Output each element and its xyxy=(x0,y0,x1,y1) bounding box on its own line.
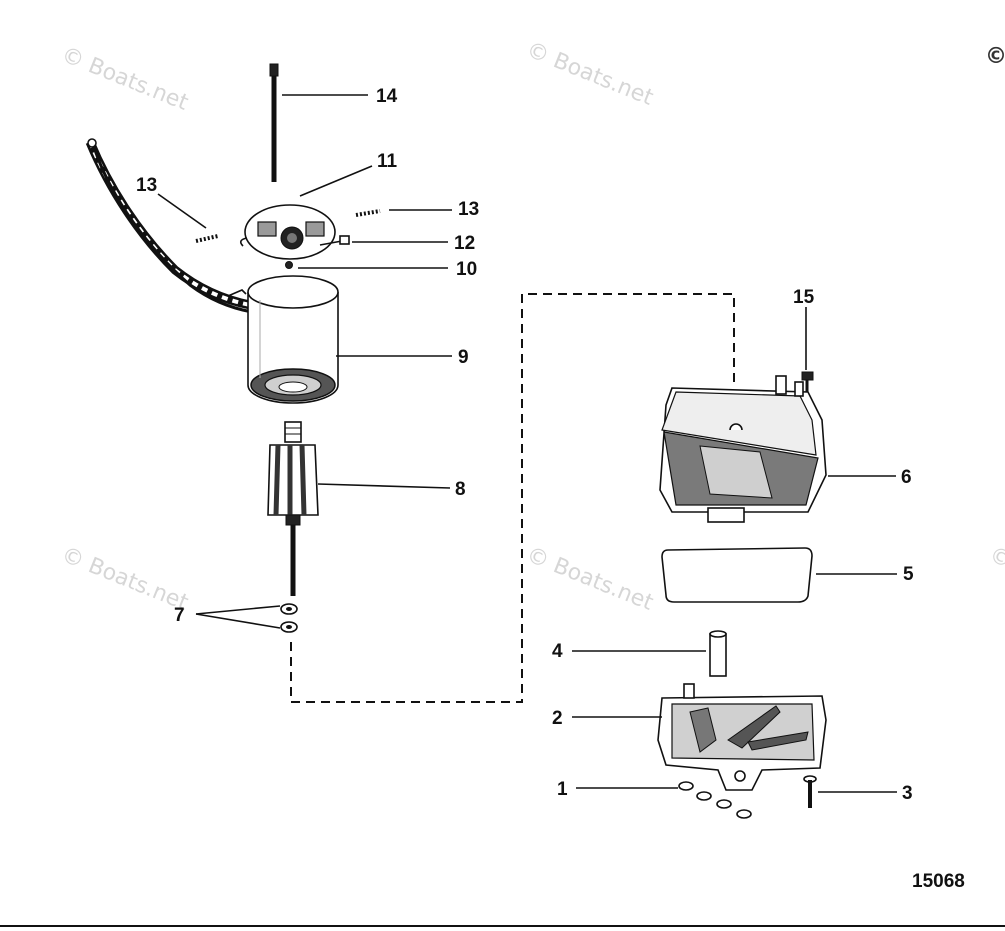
part-13-spring-right xyxy=(355,209,381,217)
callout-10: 10 xyxy=(456,259,477,280)
wiring-harness xyxy=(85,138,253,314)
watermark-2: © Boats.net xyxy=(523,37,657,111)
callout-13-left: 13 xyxy=(136,175,157,196)
callout-4: 4 xyxy=(552,641,563,662)
callout-15: 15 xyxy=(793,287,815,308)
part-9-motor-housing xyxy=(247,275,339,404)
callout-7: 7 xyxy=(174,605,185,626)
callout-2: 2 xyxy=(552,708,563,729)
part-15-vent-screw xyxy=(801,371,814,392)
part-5-gasket xyxy=(661,547,813,603)
drawing-number: 15068 xyxy=(912,871,965,892)
assembly-dashed-path xyxy=(290,293,735,703)
callout-13-right: 13 xyxy=(458,199,479,220)
copyright-mark: © xyxy=(985,44,1005,69)
part-10-bearing-ball xyxy=(285,261,293,269)
part-1-o-rings xyxy=(678,781,752,819)
watermark-4: © Boats.net xyxy=(523,542,657,616)
part-13-spring-left xyxy=(195,234,219,243)
part-2-pump-body xyxy=(657,683,827,791)
watermark-5: © Boats.net xyxy=(986,542,1005,616)
part-11-brush-plate xyxy=(239,204,350,260)
leader-lines xyxy=(157,94,897,793)
watermark-layer: © Boats.net © Boats.net © Boats.net © Bo… xyxy=(58,37,1005,616)
watermark-3: © Boats.net xyxy=(58,542,192,616)
callout-labels: 14 11 13 13 12 10 9 8 7 15 6 5 4 2 1 3 xyxy=(136,86,914,804)
callout-14: 14 xyxy=(376,86,398,107)
callout-5: 5 xyxy=(903,564,914,585)
part-4-sleeve xyxy=(709,630,727,677)
watermark-1: © Boats.net xyxy=(58,42,192,116)
callout-9: 9 xyxy=(458,347,469,368)
part-3-bolt xyxy=(803,775,817,808)
callout-6: 6 xyxy=(901,467,912,488)
callout-1: 1 xyxy=(557,779,568,800)
part-6-cover xyxy=(659,375,827,523)
part-8-armature xyxy=(267,421,319,596)
callout-11: 11 xyxy=(377,151,398,172)
callout-12: 12 xyxy=(454,233,475,254)
callout-3: 3 xyxy=(902,783,913,804)
part-14-through-bolt xyxy=(269,63,279,182)
callout-8: 8 xyxy=(455,479,466,500)
part-7-washers xyxy=(280,603,298,633)
